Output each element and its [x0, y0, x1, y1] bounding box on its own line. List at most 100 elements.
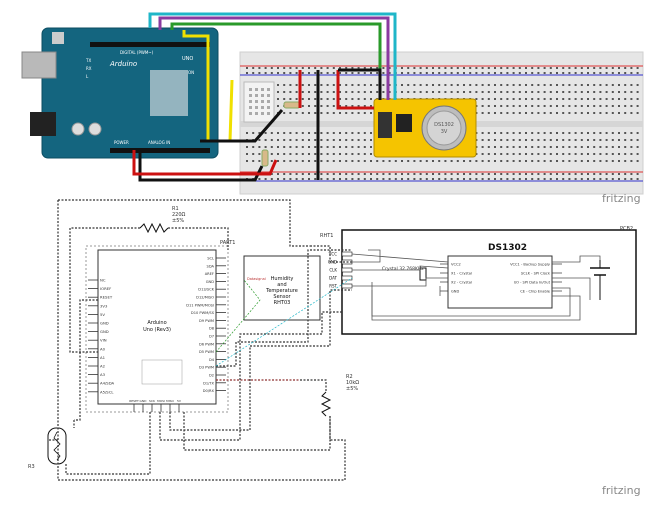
- board-label-tx: TX: [85, 58, 91, 63]
- reset-button: [52, 32, 64, 44]
- photoresistor: R3: [28, 427, 67, 470]
- rtc-ref: RHT1: [320, 233, 333, 239]
- arduino-bottom-pin-label: GND: [140, 399, 148, 403]
- rtc-title: DS1302: [488, 243, 527, 253]
- rtc-chip-left-label: X1 - Crystal: [451, 272, 472, 276]
- arduino-right-pin-label: D10 PWM/SS: [191, 311, 215, 315]
- arduino-right-pin-label: D6 PWM: [199, 342, 214, 346]
- mcu-chip: [150, 70, 188, 116]
- arduino-left-pin-label: RESET: [100, 295, 113, 300]
- sensor-pin-hint: Datasignal: [247, 277, 266, 281]
- arduino-right-pin-label: D9 PWM: [199, 319, 214, 323]
- analog-header: [110, 148, 210, 153]
- arduino-right-pin-label: D0/RX: [203, 389, 215, 393]
- schematic-signal-wires: [215, 277, 353, 381]
- r1-ref: R1: [172, 206, 179, 212]
- wire-green: [170, 22, 382, 100]
- power-jack: [30, 112, 56, 136]
- rtc-chip-left-label: VCC2: [451, 263, 461, 267]
- arduino-bottom-pin-label: MOSI: [157, 399, 165, 403]
- battery: [590, 260, 610, 300]
- arduino-right-pin-label: D13/SCK: [198, 288, 214, 292]
- rtc-chip-right-label: I/O - SPI Data In/Out: [514, 281, 551, 285]
- arduino-bottom-pin-label: 5V: [177, 399, 182, 403]
- rtc-chip: [396, 114, 412, 132]
- rtc-header-pin-label: RST: [329, 284, 337, 289]
- digital-header: [90, 42, 210, 47]
- arduino-left-pin-label: GND: [100, 329, 109, 334]
- wire-red-1: [132, 150, 278, 176]
- arduino-left-pin-label: VIN: [100, 338, 107, 343]
- arduino-right-pin-label: D2: [209, 374, 214, 378]
- board-label-digital: DIGITAL (PWM~): [120, 50, 154, 55]
- arduino-right-pin-label: SCL: [207, 257, 214, 261]
- arduino-left-pin-label: IOREF: [100, 286, 111, 291]
- breadboard-wires: [132, 12, 397, 182]
- arduino-logo-text: Arduino: [109, 60, 137, 68]
- arduino-left-pin-label: A4/SDA: [100, 381, 115, 386]
- r1-tolerance: ±5%: [172, 218, 184, 224]
- wire-black-1: [200, 109, 284, 143]
- arduino-right-pin-label: D7: [209, 335, 214, 339]
- arduino-board: Arduino UNO TX RX L ON ANALOG IN POWER D…: [21, 27, 219, 159]
- coin-cell-voltage: 3V: [441, 129, 448, 135]
- arduino-left-pins: NCIOREFRESET3V35VGNDGNDVINA0A1A2A3A4/SDA…: [88, 278, 115, 394]
- pcb-ref: PCB2: [620, 226, 633, 232]
- rtc-header-pin-label: DAT: [329, 276, 337, 281]
- arduino-left-pin-label: NC: [100, 278, 106, 283]
- rtc-chip-right-label: CE - Chip Enable: [520, 290, 551, 294]
- arduino-left-pin-label: GND: [100, 321, 109, 326]
- schematic-wires: [48, 199, 352, 481]
- arduino-right-pin-label: D4: [209, 358, 215, 362]
- arduino-right-pin-label: AREF: [205, 272, 214, 276]
- arduino-right-pin-label: GND: [206, 280, 214, 284]
- arduino-right-pin-label: D8: [209, 327, 215, 331]
- breadboard-resistor-1: [283, 101, 301, 109]
- board-label-analog: ANALOG IN: [148, 140, 170, 145]
- r2-value: 10kΩ: [346, 380, 359, 386]
- wire-red-3: [336, 70, 374, 110]
- sensor-label-3: Temperature: [265, 288, 298, 294]
- dht-sensor: [243, 81, 275, 123]
- arduino-subtitle: Uno (Rev3): [143, 327, 171, 333]
- resistor-r1: R1 220Ω ±5%: [139, 206, 186, 234]
- arduino-bottom-pin-label: RESET: [129, 399, 139, 403]
- arduino-left-pin-label: A0: [100, 346, 106, 351]
- rtc-chip-right-label: VCC1 - Backup Supply: [510, 263, 551, 267]
- rtc-chip-left-label: GND: [451, 290, 459, 294]
- board-label-power: POWER: [114, 140, 129, 145]
- arduino-left-pin-label: A2: [100, 364, 106, 369]
- schematic-view: PCB2 RHT1 DS1302 VCC2 X1 - Crystal X2 - Cr…: [28, 199, 641, 497]
- sensor-label-2: and: [277, 282, 286, 288]
- arduino-right-pin-label: D11 PWM/MOSI: [186, 303, 214, 307]
- breadboard-watermark: fritzing: [602, 192, 641, 205]
- arduino-right-pin-label: D3 PWM: [199, 366, 214, 370]
- arduino-model: UNO: [182, 56, 193, 62]
- arduino-right-pin-label: D12/MISO: [196, 296, 214, 300]
- board-label-rx: RX: [86, 66, 92, 71]
- wire-cyan: [148, 12, 397, 100]
- arduino-left-pin-label: 5V: [100, 312, 105, 317]
- rtc-pcb-frame: [341, 229, 637, 335]
- coin-cell-label: DS1302: [434, 122, 454, 128]
- board-label-l: L: [86, 74, 89, 79]
- rtc-chip-left-label: X2 - Crystal: [451, 281, 472, 285]
- rtc-header-pin-label: GND: [328, 260, 337, 265]
- arduino-bottom-pin-label: MISO: [166, 399, 174, 403]
- humidity-sensor: [243, 255, 321, 321]
- rtc-header-pin-label: CLK: [329, 268, 337, 273]
- arduino-left-pin-label: A3: [100, 372, 106, 377]
- r2-tolerance: ±5%: [346, 386, 358, 392]
- rtc-internal-wires: [351, 249, 601, 321]
- arduino-left-pin-label: A1: [100, 355, 106, 360]
- arduino-schematic: [97, 249, 217, 405]
- sensor-label-5: RHT03: [274, 300, 291, 306]
- r2-ref: R2: [346, 374, 353, 380]
- rtc-header-pin-label: VCC: [329, 252, 338, 257]
- wire-yellow: [182, 30, 234, 143]
- ldr-ref: R3: [28, 464, 35, 470]
- arduino-right-pin-label: D5 PWM: [199, 350, 214, 354]
- rtc-module: DS1302 3V: [373, 98, 477, 158]
